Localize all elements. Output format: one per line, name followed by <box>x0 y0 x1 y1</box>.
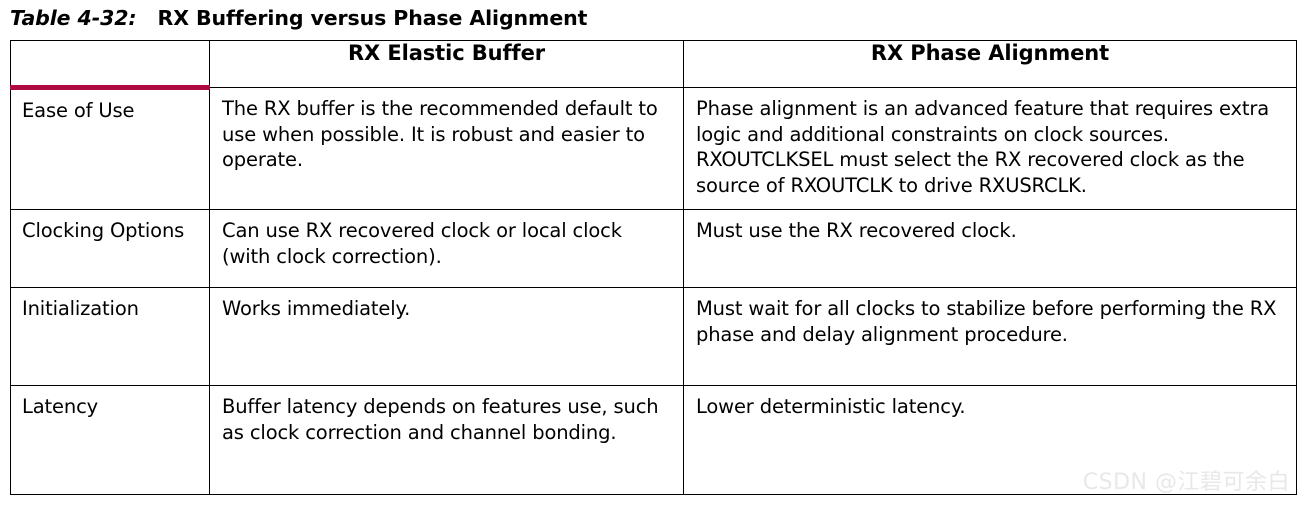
table-header-row: RX Elastic Buffer RX Phase Alignment <box>10 40 1297 90</box>
table-caption-title: RX Buffering versus Phase Alignment <box>157 6 588 30</box>
table-body: Ease of Use The RX buffer is the recomme… <box>10 87 1297 495</box>
cell-text: Lower deterministic latency. <box>696 395 966 418</box>
row-header-label: Ease of Use <box>22 99 135 122</box>
row-header-ease-of-use: Ease of Use <box>10 87 210 210</box>
row-header-latency: Latency <box>10 385 210 495</box>
cell-latency-phase-alignment: Lower deterministic latency. <box>683 385 1297 495</box>
column-header-rx-phase-alignment: RX Phase Alignment <box>683 40 1297 88</box>
cell-text: Works immediately. <box>222 297 411 320</box>
table-row: Initialization Works immediately. Must w… <box>10 287 1297 386</box>
table-row: Clocking Options Can use RX recovered cl… <box>10 209 1297 288</box>
cell-text: Can use RX recovered clock or local cloc… <box>222 219 622 268</box>
cell-text: Must wait for all clocks to stabilize be… <box>696 297 1277 346</box>
cell-initialization-elastic-buffer: Works immediately. <box>209 287 684 386</box>
comparison-table: RX Elastic Buffer RX Phase Alignment Eas… <box>10 40 1297 495</box>
table-caption-label: Table 4-32: <box>10 6 137 30</box>
column-header-feature <box>10 40 210 90</box>
row-header-label: Clocking Options <box>22 219 185 242</box>
cell-clocking-options-phase-alignment: Must use the RX recovered clock. <box>683 209 1297 288</box>
cell-text: Must use the RX recovered clock. <box>696 219 1017 242</box>
cell-initialization-phase-alignment: Must wait for all clocks to stabilize be… <box>683 287 1297 386</box>
table-caption: Table 4-32: RX Buffering versus Phase Al… <box>10 1 587 35</box>
row-header-label: Initialization <box>22 297 139 320</box>
table-header: RX Elastic Buffer RX Phase Alignment <box>10 40 1297 90</box>
cell-text: Phase alignment is an advanced feature t… <box>696 97 1270 197</box>
cell-text: Buffer latency depends on features use, … <box>222 395 659 444</box>
comparison-table-wrapper: RX Elastic Buffer RX Phase Alignment Eas… <box>10 40 1297 495</box>
row-header-label: Latency <box>22 395 99 418</box>
column-header-rx-elastic-buffer: RX Elastic Buffer <box>209 40 684 88</box>
cell-clocking-options-elastic-buffer: Can use RX recovered clock or local cloc… <box>209 209 684 288</box>
cell-ease-of-use-phase-alignment: Phase alignment is an advanced feature t… <box>683 87 1297 210</box>
table-row: Ease of Use The RX buffer is the recomme… <box>10 87 1297 210</box>
cell-latency-elastic-buffer: Buffer latency depends on features use, … <box>209 385 684 495</box>
row-header-clocking-options: Clocking Options <box>10 209 210 288</box>
row-header-initialization: Initialization <box>10 287 210 386</box>
table-row: Latency Buffer latency depends on featur… <box>10 385 1297 495</box>
cell-ease-of-use-elastic-buffer: The RX buffer is the recommended default… <box>209 87 684 210</box>
cell-text: The RX buffer is the recommended default… <box>222 97 658 172</box>
